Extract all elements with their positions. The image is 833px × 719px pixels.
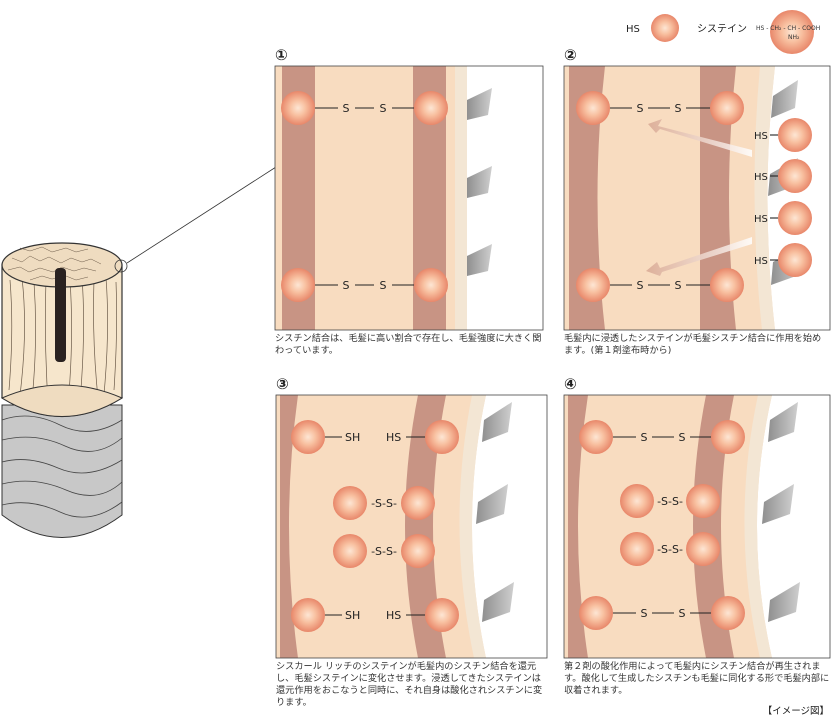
zoom-marker <box>114 259 128 273</box>
label-hs: HS <box>754 256 768 267</box>
panel-1-caption: シスチン結合は、毛髪に高い割合で存在し、毛髪強度に大きく関わっています。 <box>275 333 542 356</box>
label-hs: HS <box>386 431 401 444</box>
penetration-arrow <box>648 119 752 157</box>
bond-s: S <box>675 279 682 292</box>
bond-s: S <box>637 102 644 115</box>
panel-1-number: ① <box>275 46 288 64</box>
bond-ss: -S-S- <box>371 497 397 510</box>
legend-ball <box>651 14 679 42</box>
legend-cysteine-label: システイン <box>697 24 747 35</box>
panel-1: S S S S <box>274 65 544 331</box>
legend-hs-label: HS <box>626 24 640 35</box>
bond-s: S <box>380 102 387 115</box>
bond-ss: -S-S- <box>657 543 683 556</box>
panel-3: SH HS SH HS -S-S- -S-S- <box>275 394 548 659</box>
label-hs: HS <box>386 609 401 622</box>
panel-2-number: ② <box>564 46 577 64</box>
bond-s: S <box>679 431 686 444</box>
medulla <box>55 268 66 362</box>
panel-4-caption: 第２剤の酸化作用によって毛髪内にシスチン結合が再生されます。酸化して生成したシス… <box>564 661 830 696</box>
label-hs: HS <box>754 131 768 142</box>
legend-formula-nh2: NH₂ <box>788 34 800 41</box>
label-sh: SH <box>345 431 360 444</box>
bond-s: S <box>637 279 644 292</box>
bond-ss: -S-S- <box>371 545 397 558</box>
panel-4-number: ④ <box>564 375 577 393</box>
image-note: 【イメージ図】 <box>762 706 829 717</box>
zoom-line <box>126 166 277 264</box>
bond-s: S <box>343 279 350 292</box>
panel-3-number: ③ <box>276 375 289 393</box>
bond-s: S <box>380 279 387 292</box>
cuticle-lines <box>1 415 123 518</box>
panel-4: S S S S -S-S- -S-S- <box>563 394 831 659</box>
penetration-arrow <box>646 237 752 276</box>
hair-cross-section <box>0 166 277 538</box>
bond-s: S <box>343 102 350 115</box>
bond-ss: -S-S- <box>657 495 683 508</box>
panel-2-caption: 毛髪内に浸透したシステインが毛髪シスチン結合に作用を始めます。(第１剤塗布時から… <box>564 333 822 356</box>
legend-formula: HS - CH₂ - CH - COOH <box>756 25 820 32</box>
bond-s: S <box>641 431 648 444</box>
label-hs: HS <box>754 214 768 225</box>
bond-s: S <box>675 102 682 115</box>
label-sh: SH <box>345 609 360 622</box>
bond-s: S <box>641 607 648 620</box>
legend-cysteine-ball <box>770 10 814 54</box>
panel-2: S S S S HS HS HS HS <box>563 65 831 331</box>
bond-s: S <box>679 607 686 620</box>
legend: HS システイン HS - CH₂ - CH - COOH NH₂ <box>626 10 820 54</box>
cuticle-scales <box>467 88 492 276</box>
label-hs: HS <box>754 172 768 183</box>
panel-3-caption: シスカール リッチのシステインが毛髪内のシスチン結合を還元し、毛髪システインに変… <box>276 661 543 708</box>
cuticle-scales <box>762 402 800 622</box>
cuticle-scales <box>476 402 514 622</box>
